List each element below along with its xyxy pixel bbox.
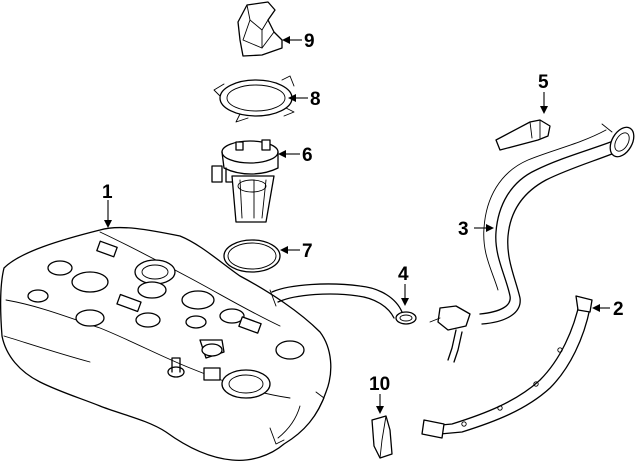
callout-1: 1 [102, 182, 113, 203]
filler-cap-insert-part [495, 119, 551, 151]
callout-5: 5 [538, 72, 549, 93]
seal-ring-part [223, 239, 281, 273]
vent-hose-part [269, 283, 417, 325]
clip-part [371, 415, 393, 459]
callout-4: 4 [398, 264, 409, 285]
callout-10: 10 [369, 374, 390, 395]
callout-8: 8 [310, 89, 321, 110]
fuel-tank-part [0, 226, 332, 462]
lock-ring-part [213, 75, 295, 123]
filler-pipe-part [429, 123, 635, 363]
tank-strap-part [421, 295, 593, 439]
callout-9: 9 [304, 31, 315, 52]
callout-2: 2 [613, 299, 624, 320]
callout-7: 7 [302, 241, 313, 262]
fuel-pump-module-part [211, 139, 279, 223]
callout-labels: 1 2 3 4 5 6 7 8 9 10 [102, 31, 624, 395]
callout-leaders [104, 36, 610, 414]
callout-6: 6 [302, 145, 313, 166]
callout-3: 3 [458, 219, 469, 240]
pump-cover-part [237, 1, 283, 57]
